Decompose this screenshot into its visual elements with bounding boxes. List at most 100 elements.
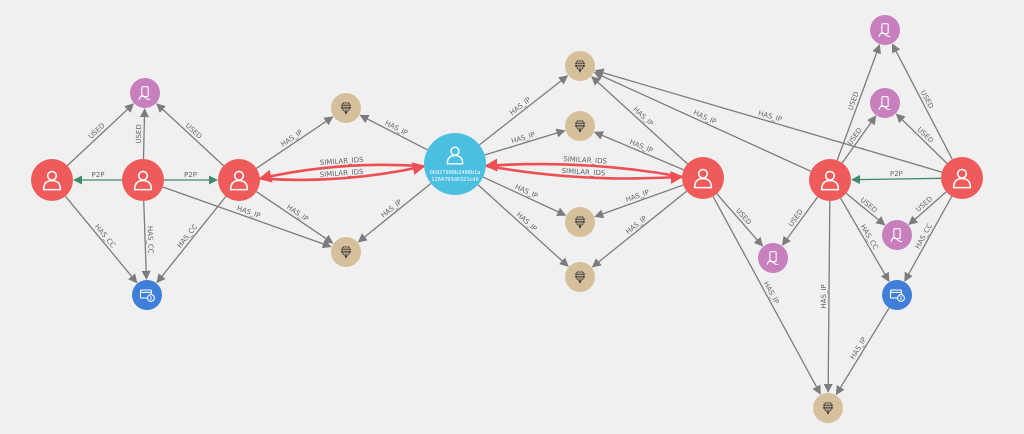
edge-p4-ip4[interactable]: HAS_IP xyxy=(593,131,684,171)
node-ip-ip6[interactable] xyxy=(565,262,595,292)
edge-p3-focus[interactable]: SIMILAR_IDS xyxy=(259,162,426,182)
edge-label: HAS_CC xyxy=(146,226,155,254)
edge-line xyxy=(484,128,566,156)
edge-p6-c2[interactable]: HAS_CC xyxy=(904,196,953,282)
edge-label: P2P xyxy=(890,170,903,178)
node-person-p5[interactable] xyxy=(809,159,851,201)
edge-p5-d3[interactable]: USED xyxy=(841,115,877,164)
edge-line xyxy=(256,191,334,244)
edge-focus-p4[interactable]: SIMILAR_IDS xyxy=(485,164,684,184)
edge-p6-p5[interactable]: P2P xyxy=(851,170,942,185)
edge-label: P2P xyxy=(184,171,197,179)
edge-p4-ip6[interactable]: HAS_IP xyxy=(591,190,688,268)
node-card-c1[interactable] xyxy=(132,280,162,310)
edge-focus-ip2[interactable]: HAS_IP xyxy=(357,182,432,243)
edge-line xyxy=(485,164,684,184)
edge-label: SIMILAR_IDS xyxy=(563,155,608,165)
edge-focus-p3[interactable]: SIMILAR_IDS xyxy=(258,156,425,183)
edge-p5-c2[interactable]: HAS_CC xyxy=(840,197,890,282)
edge-line xyxy=(478,75,569,146)
node-ip-ip2[interactable] xyxy=(331,237,361,267)
edge-focus-ip4[interactable]: HAS_IP xyxy=(484,128,566,156)
edge-label: SIMILAR_IDS xyxy=(561,167,606,177)
node-circle xyxy=(758,243,788,273)
node-ip-ip3[interactable] xyxy=(565,51,595,81)
edge-line xyxy=(891,43,953,160)
edge-line xyxy=(139,108,149,160)
node-ip-ip7[interactable] xyxy=(813,393,843,423)
edge-line xyxy=(141,200,151,280)
node-card-c2[interactable] xyxy=(882,280,912,310)
node-label-line2: 1264793d0321cd0 xyxy=(431,177,478,183)
edge-line xyxy=(482,176,567,216)
edge-p6-d5[interactable]: USED xyxy=(908,191,947,226)
edge-line xyxy=(259,162,426,182)
edge-p4-focus[interactable]: SIMILAR_IDS xyxy=(484,155,683,179)
edge-p5-d4[interactable]: USED xyxy=(781,196,819,246)
edge-label: SIMILAR_IDS xyxy=(319,168,364,179)
node-device-d3[interactable] xyxy=(870,88,900,118)
node-person-p3[interactable] xyxy=(218,159,260,201)
edge-p2-p1[interactable]: P2P xyxy=(73,171,122,185)
edge-line xyxy=(781,196,819,246)
edge-p1-d1[interactable]: USED xyxy=(66,103,134,167)
edge-label: HAS_IP xyxy=(820,284,828,308)
edge-line xyxy=(591,190,688,268)
edge-line xyxy=(64,195,138,284)
edge-p1-c1[interactable]: HAS_CC xyxy=(64,195,138,284)
edge-line xyxy=(823,200,833,393)
edge-line xyxy=(836,44,881,161)
node-device-d1[interactable] xyxy=(130,78,160,108)
edge-p5-ip7[interactable]: HAS_IP xyxy=(820,200,833,393)
node-ip-ip1[interactable] xyxy=(331,93,361,123)
edge-focus-ip1[interactable]: HAS_IP xyxy=(359,114,428,151)
edge-p2-d1[interactable]: USED xyxy=(135,108,149,160)
node-device-d2[interactable] xyxy=(870,15,900,45)
edge-p3-ip2[interactable]: HAS_IP xyxy=(256,191,334,244)
edge-p3-d1[interactable]: USED xyxy=(156,103,225,167)
edge-line xyxy=(840,197,890,282)
node-circle xyxy=(882,280,912,310)
edge-p3-c1[interactable]: HAS_CC xyxy=(156,195,227,284)
node-ip-ip4[interactable] xyxy=(565,111,595,141)
edge-line xyxy=(591,76,688,165)
edge-line xyxy=(256,116,334,169)
node-person-p1[interactable] xyxy=(31,159,73,201)
edge-line xyxy=(593,71,812,172)
edge-label: SIMILAR_IDS xyxy=(320,156,365,167)
edge-focus-ip6[interactable]: HAS_IP xyxy=(477,184,569,267)
node-ip-ip5[interactable] xyxy=(565,207,595,237)
edge-p4-ip5[interactable]: HAS_IP xyxy=(594,184,684,219)
edge-line xyxy=(594,68,943,173)
edge-line xyxy=(845,192,886,226)
edge-p2-p3[interactable]: P2P xyxy=(164,171,218,185)
node-person-p2[interactable] xyxy=(122,159,164,201)
edge-p5-d5[interactable]: USED xyxy=(845,192,886,226)
edge-line xyxy=(593,131,684,171)
edge-c2-ip7[interactable]: HAS_IP xyxy=(835,307,890,396)
edge-p6-d2[interactable]: USED xyxy=(891,43,953,160)
node-person-p6[interactable] xyxy=(941,157,983,199)
node-person-p4[interactable] xyxy=(682,157,724,199)
edge-p2-c1[interactable]: HAS_CC xyxy=(141,200,155,280)
edge-line xyxy=(712,196,821,395)
edge-focus-ip5[interactable]: HAS_IP xyxy=(482,176,567,216)
node-device-d5[interactable] xyxy=(882,220,912,250)
edge-line xyxy=(66,103,134,167)
node-label-line1: 0b927988b2488b1a xyxy=(430,170,481,176)
node-circle xyxy=(870,15,900,45)
edge-line xyxy=(908,191,947,226)
node-device-d4[interactable] xyxy=(758,243,788,273)
edge-line xyxy=(357,182,432,243)
edge-line xyxy=(258,163,425,183)
edge-label: HAS_CC xyxy=(93,223,117,250)
edge-p4-ip7[interactable]: HAS_IP xyxy=(712,196,821,395)
edge-line xyxy=(895,113,948,164)
edge-p4-d4[interactable]: USED xyxy=(716,193,764,247)
edge-p6-d3[interactable]: USED xyxy=(895,113,948,164)
edge-line xyxy=(904,196,953,282)
edge-label: HAS_CC xyxy=(176,223,200,250)
